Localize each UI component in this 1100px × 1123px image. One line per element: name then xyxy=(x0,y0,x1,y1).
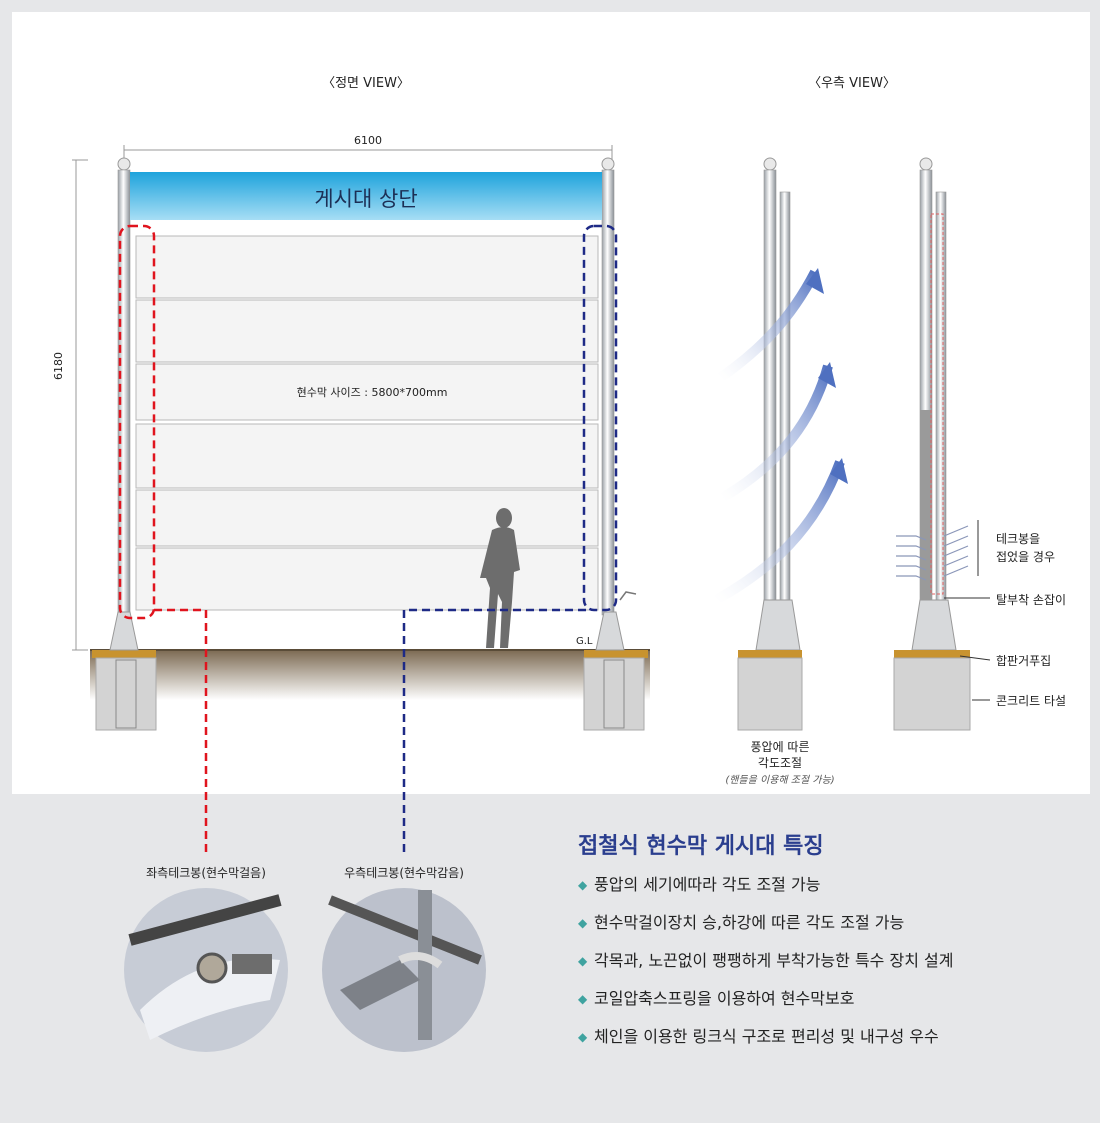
feature-item: ◆현수막걸이장치 승,하강에 따른 각도 조절 가능 xyxy=(578,910,953,948)
ground-band xyxy=(90,650,650,700)
right-photo-caption: 우측테크봉(현수막감음) xyxy=(344,866,464,880)
front-pole-left xyxy=(109,157,139,651)
width-dimension-label: 6100 xyxy=(354,134,382,147)
callout-concrete: 콘크리트 타설 xyxy=(996,694,1067,708)
side-view-folded xyxy=(893,157,991,731)
side-view-wind xyxy=(713,157,848,731)
left-tech-rod-highlight xyxy=(118,224,156,620)
feature-item: ◆코일압축스프링을 이용하여 현수막보호 xyxy=(578,986,953,1024)
diamond-bullet-icon: ◆ xyxy=(578,1030,588,1044)
right-leader-line xyxy=(402,608,586,852)
left-leader-line xyxy=(154,608,208,852)
wind-caption-line1: 풍압에 따른 xyxy=(750,740,810,754)
callout-handle: 탈부착 손잡이 xyxy=(996,593,1067,607)
wind-caption-line2: 각도조절 xyxy=(757,756,803,770)
callout-plywood: 합판거푸집 xyxy=(996,654,1052,668)
wind-note: (핸들을 이용해 조절 가능) xyxy=(725,775,835,786)
diamond-bullet-icon: ◆ xyxy=(578,954,588,968)
diamond-bullet-icon: ◆ xyxy=(578,916,588,930)
ground-level-label: G.L xyxy=(576,636,593,647)
person-silhouette xyxy=(480,508,520,648)
left-photo-caption: 좌측테크봉(현수막걸음) xyxy=(146,866,266,880)
dimension-width xyxy=(123,145,613,160)
membrane-panels xyxy=(135,235,599,611)
footing-right xyxy=(583,650,648,731)
diamond-bullet-icon: ◆ xyxy=(578,878,588,892)
feature-item: ◆풍압의 세기에따라 각도 조절 가능 xyxy=(578,872,953,910)
diamond-bullet-icon: ◆ xyxy=(578,992,588,1006)
membrane-size-label: 현수막 사이즈 : 5800*700mm xyxy=(296,386,448,399)
photo-left-tech-rod xyxy=(124,888,288,1052)
photo-right-tech-rod xyxy=(322,888,486,1052)
feature-item: ◆각목과, 노끈없이 팽팽하게 부착가능한 특수 장치 설계 xyxy=(578,948,953,986)
callout-folded-line1: 테크봉을 xyxy=(996,532,1041,546)
dimension-height xyxy=(72,159,88,651)
footing-left xyxy=(92,650,157,731)
feature-item: ◆체인을 이용한 링크식 구조로 편리성 및 내구성 우수 xyxy=(578,1024,953,1062)
banner-text: 게시대 상단 xyxy=(314,187,418,211)
height-dimension-label: 6180 xyxy=(52,352,65,380)
side-view-title: 〈우측 VIEW〉 xyxy=(808,76,896,91)
callout-folded-line2: 접었을 경우 xyxy=(996,550,1056,564)
top-banner xyxy=(130,172,602,220)
front-pole-right xyxy=(595,157,637,651)
right-tech-rod-highlight xyxy=(582,224,618,612)
features-title: 접철식 현수막 게시대 특징 xyxy=(578,834,824,859)
front-view-title: 〈정면 VIEW〉 xyxy=(322,76,410,91)
features-list: ◆풍압의 세기에따라 각도 조절 가능 ◆현수막걸이장치 승,하강에 따른 각도… xyxy=(578,872,953,1062)
